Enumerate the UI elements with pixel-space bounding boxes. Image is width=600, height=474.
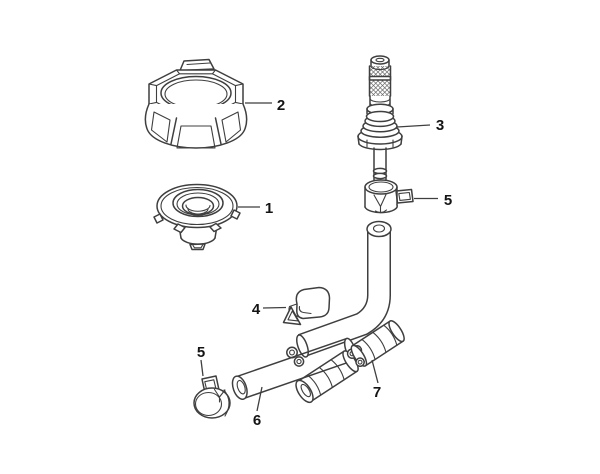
callout-3-number: 3 — [436, 117, 444, 134]
callout-7-leader — [371, 359, 379, 384]
callout-3: 3 — [396, 117, 444, 134]
callout-5-lower: 5 — [197, 344, 205, 377]
hose-clamp-lower-drawing — [193, 375, 231, 419]
callout-4: 4 — [252, 301, 287, 318]
callout-5-upper-number: 5 — [444, 192, 452, 209]
callout-5-lower-number: 5 — [197, 344, 205, 361]
callout-2-number: 2 — [277, 97, 285, 114]
ribbed-fuel-hose-drawing — [295, 320, 405, 404]
callout-7-number: 7 — [373, 384, 381, 401]
callout-6-number: 6 — [253, 412, 261, 429]
fuel-cap-drawing — [144, 58, 248, 149]
callout-1-number: 1 — [265, 200, 273, 217]
callout-2: 2 — [245, 97, 285, 114]
callout-6-leader — [256, 386, 263, 412]
callout-7: 7 — [371, 359, 381, 401]
callout-6: 6 — [253, 386, 263, 429]
callout-5-lower-leader — [200, 359, 204, 377]
callout-5-upper: 5 — [414, 192, 452, 209]
hose-clamp-upper-drawing — [364, 179, 414, 214]
callout-4-number: 4 — [252, 301, 261, 318]
callout-3-leader — [396, 124, 431, 128]
fuel-filter-drawing — [357, 55, 403, 189]
callout-1: 1 — [238, 200, 273, 217]
callout-4-leader — [262, 306, 287, 309]
retainer-clip-drawing — [282, 286, 331, 326]
grommet-drawing — [153, 183, 241, 251]
